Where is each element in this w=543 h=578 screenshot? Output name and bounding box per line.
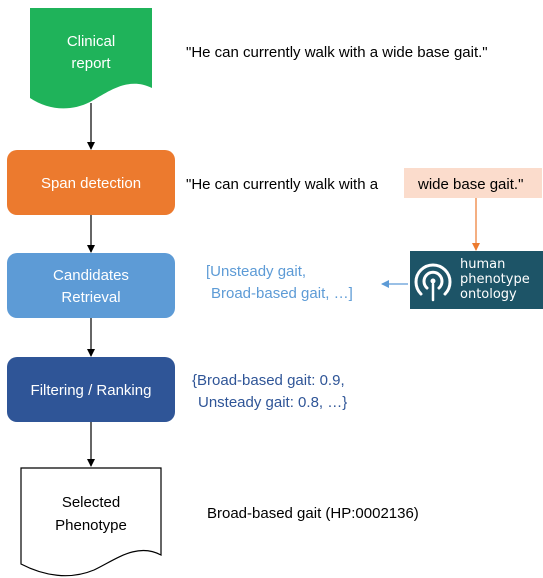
clinical-report-shape bbox=[30, 8, 152, 109]
span-highlight bbox=[404, 168, 542, 198]
selected-phenotype-label-line2: Phenotype bbox=[55, 517, 127, 534]
filtering-ranking-shape bbox=[7, 357, 175, 422]
hpo-logo-line1: human bbox=[460, 257, 505, 272]
span-detection-label: Span detection bbox=[41, 175, 141, 192]
report-quote: "He can currently walk with a wide base … bbox=[186, 44, 488, 61]
hpo-logo: human phenotype ontology bbox=[410, 251, 543, 309]
span-quote-prefix: "He can currently walk with a bbox=[186, 176, 379, 193]
hpo-logo-line3: ontology bbox=[460, 287, 517, 302]
clinical-report-label-line1: Clinical bbox=[67, 33, 115, 50]
candidates-list-line1: [Unsteady gait, bbox=[206, 263, 306, 280]
selected-phenotype-shape bbox=[20, 467, 162, 577]
filtering-ranking-label: Filtering / Ranking bbox=[31, 382, 152, 399]
span-detection-shape bbox=[7, 150, 175, 215]
selected-phenotype-label-line1: Selected bbox=[62, 494, 120, 511]
clinical-report-label-line2: report bbox=[71, 55, 111, 72]
candidates-retrieval-shape bbox=[7, 253, 175, 318]
candidates-retrieval-label-line2: Retrieval bbox=[61, 289, 120, 306]
span-detection-node: Span detection bbox=[7, 150, 175, 215]
ranking-list-line1: {Broad-based gait: 0.9, bbox=[192, 372, 345, 389]
ranking-list-line2: Unsteady gait: 0.8, …} bbox=[198, 394, 347, 411]
hpo-logo-line2: phenotype bbox=[460, 272, 530, 287]
candidates-list-line2: Broad-based gait, …] bbox=[211, 285, 353, 302]
span-quote-highlight: wide base gait." bbox=[417, 176, 523, 193]
selected-phenotype-node: Selected Phenotype bbox=[20, 467, 162, 577]
candidates-retrieval-label-line1: Candidates bbox=[53, 267, 129, 284]
filtering-ranking-node: Filtering / Ranking bbox=[7, 357, 175, 422]
selected-result: Broad-based gait (HP:0002136) bbox=[207, 505, 419, 522]
hpo-signal-icon bbox=[414, 263, 452, 302]
clinical-report-node: Clinical report bbox=[30, 8, 152, 109]
candidates-retrieval-node: Candidates Retrieval bbox=[7, 253, 175, 318]
